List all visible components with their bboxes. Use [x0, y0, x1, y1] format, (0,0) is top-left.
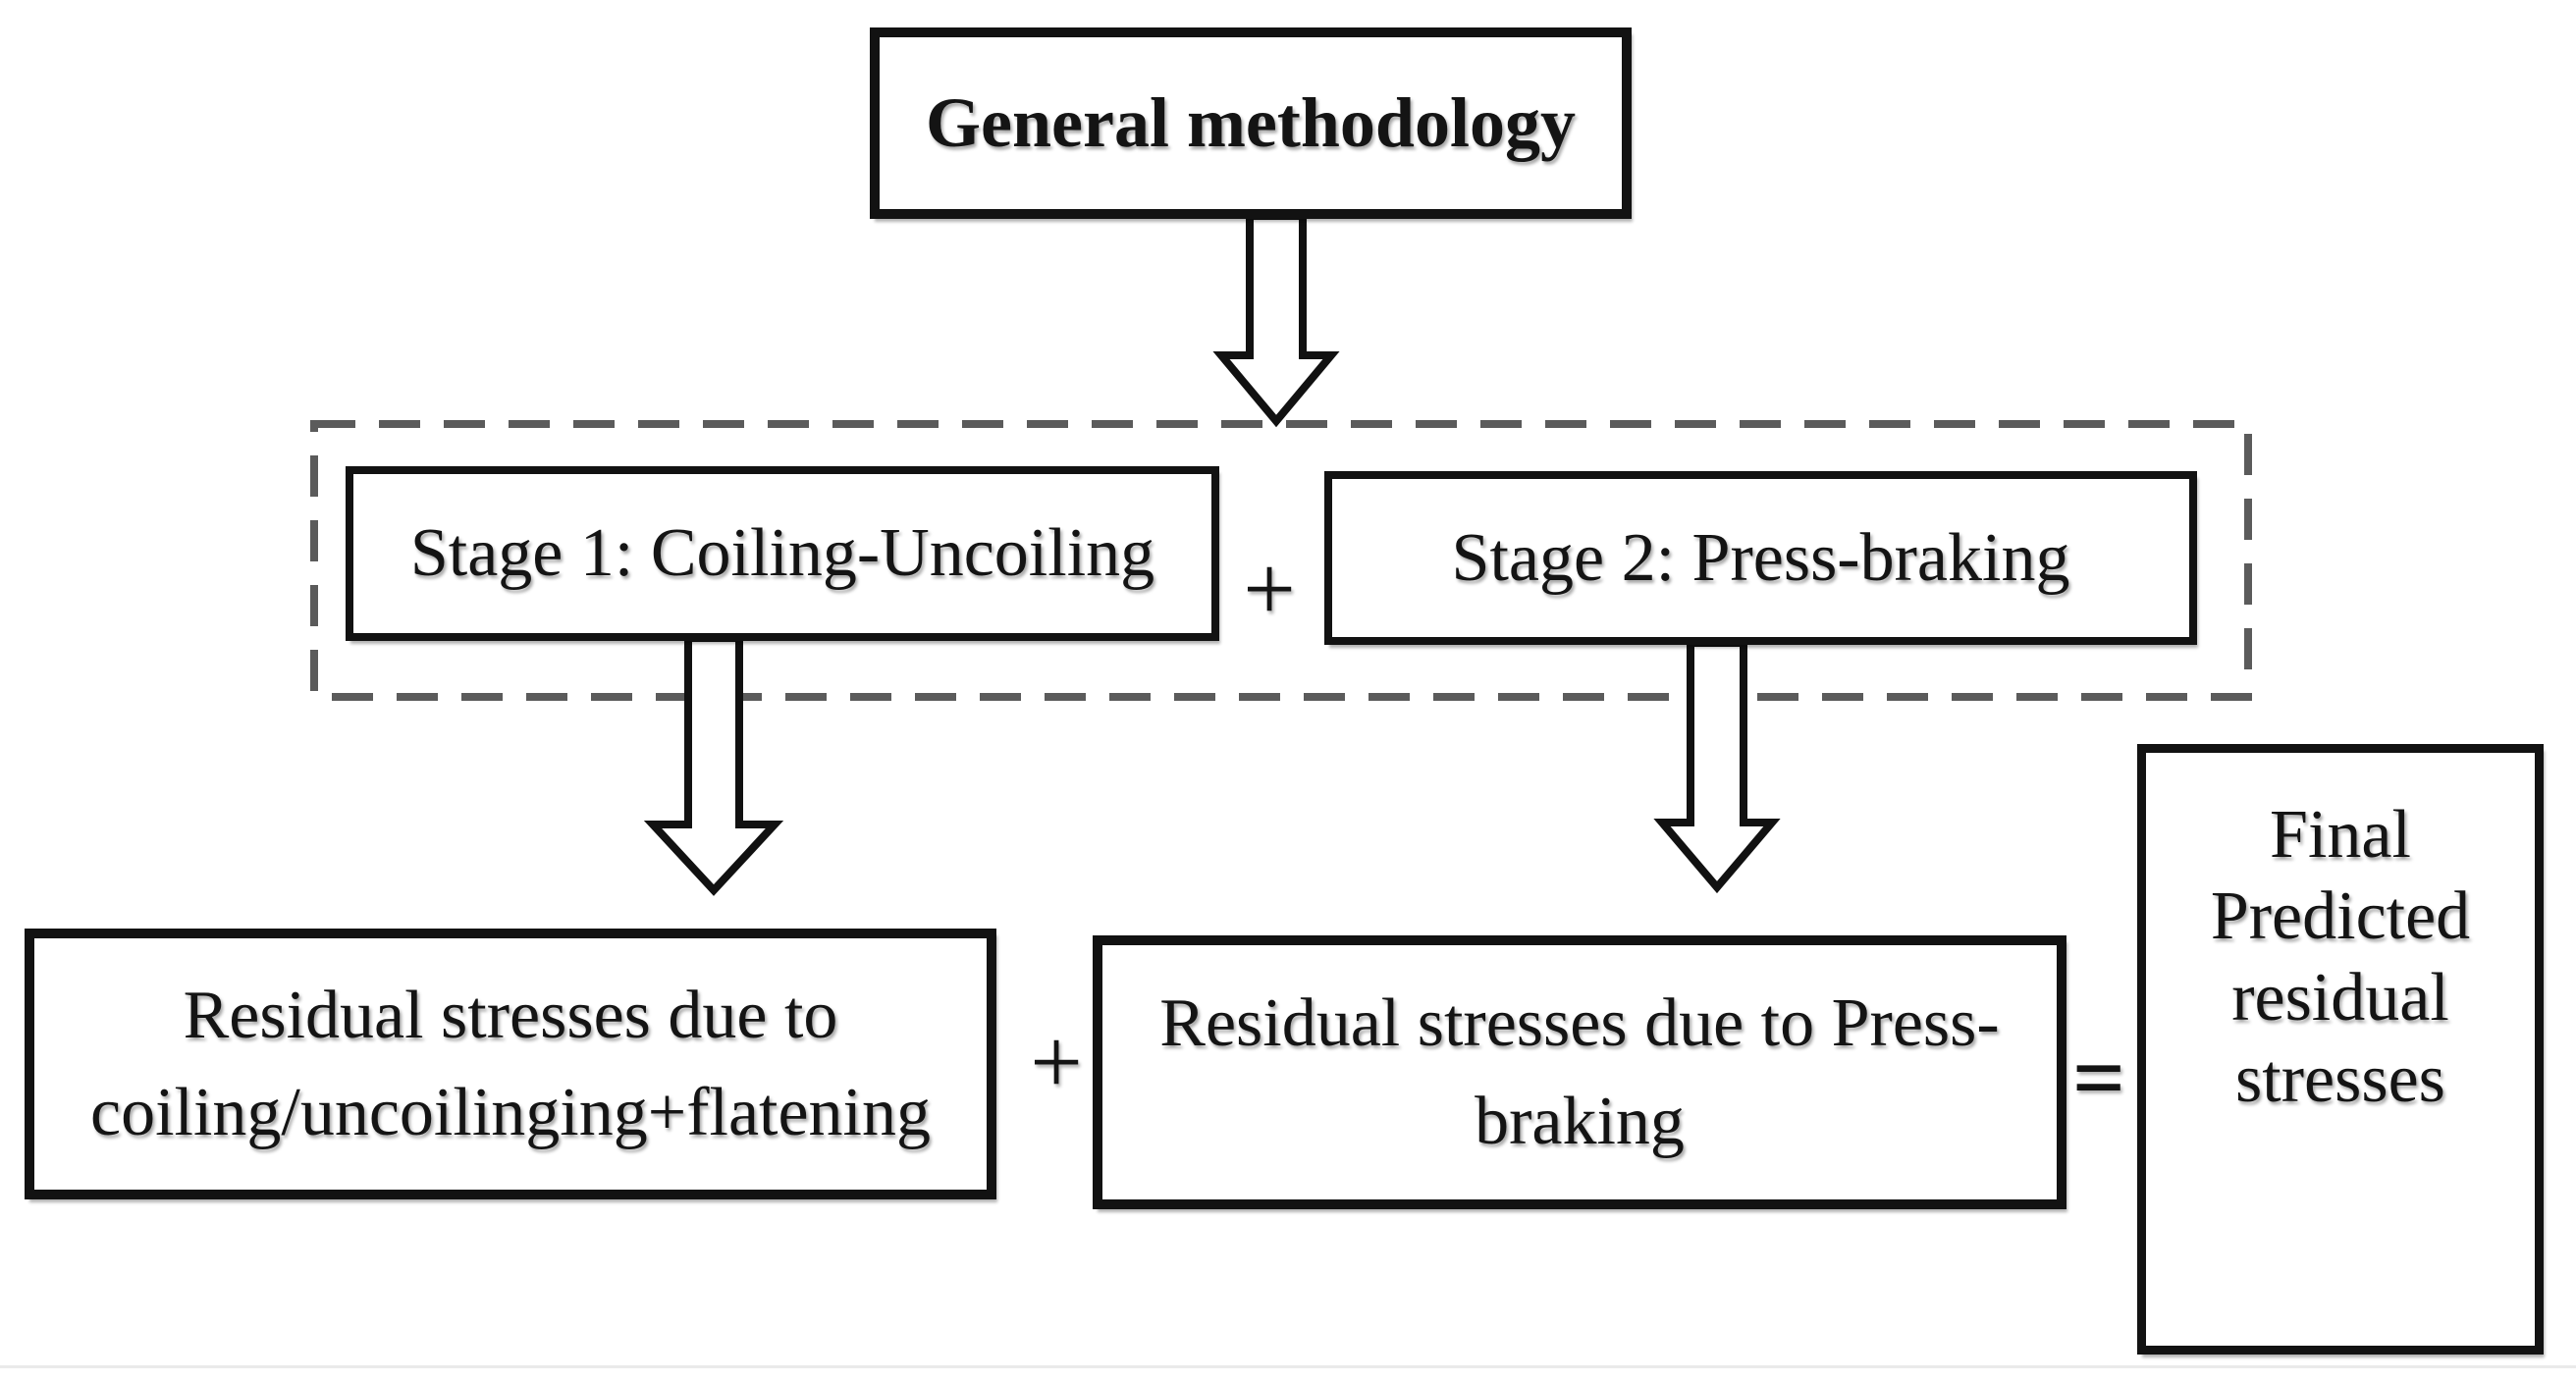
pressbraking-residual-stresses-box: Residual stresses due to Press- braking: [1093, 935, 2066, 1209]
stage-group-dashed-border: [310, 420, 2252, 701]
page-edge-divider: [0, 1365, 2576, 1368]
stage-2-label: Stage 2: Press-braking: [1451, 519, 2070, 596]
down-arrow-icon: [1212, 212, 1340, 428]
final-predicted-residual-stresses-label: Final Predicted residual stresses: [2211, 794, 2470, 1120]
equals-operator: =: [2050, 1026, 2148, 1130]
stage-2-box: Stage 2: Press-braking: [1324, 471, 2197, 645]
plus-operator-label: +: [1243, 537, 1296, 641]
text-line: residual: [2231, 960, 2449, 1036]
coiling-residual-stresses-box: Residual stresses due to coiling/uncoili…: [25, 929, 996, 1199]
coiling-residual-stresses-label: Residual stresses due to coiling/uncoili…: [90, 967, 931, 1162]
plus-operator-stages: +: [1220, 537, 1318, 641]
final-predicted-residual-stresses-box: Final Predicted residual stresses: [2137, 744, 2544, 1355]
plus-operator-label: +: [1030, 1010, 1083, 1114]
text-line: Predicted: [2210, 878, 2471, 954]
stage-1-label: Stage 1: Coiling-Uncoiling: [409, 515, 1155, 591]
text-line: Residual stresses due to Press-: [1159, 985, 2000, 1062]
text-line: Final: [2270, 797, 2411, 873]
general-methodology-label: General methodology: [926, 83, 1576, 162]
text-line: coiling/uncoilinging+flatening: [90, 1075, 931, 1150]
down-arrow-icon: [643, 634, 784, 896]
down-arrow-icon: [1653, 639, 1781, 894]
general-methodology-box: General methodology: [870, 27, 1632, 219]
text-line: stresses: [2235, 1041, 2445, 1117]
equals-operator-label: =: [2071, 1026, 2126, 1130]
pressbraking-residual-stresses-label: Residual stresses due to Press- braking: [1159, 975, 1999, 1170]
text-line: braking: [1475, 1083, 1685, 1159]
stage-1-box: Stage 1: Coiling-Uncoiling: [346, 466, 1219, 641]
plus-operator-results: +: [1007, 1010, 1105, 1114]
text-line: Residual stresses due to: [183, 977, 838, 1053]
